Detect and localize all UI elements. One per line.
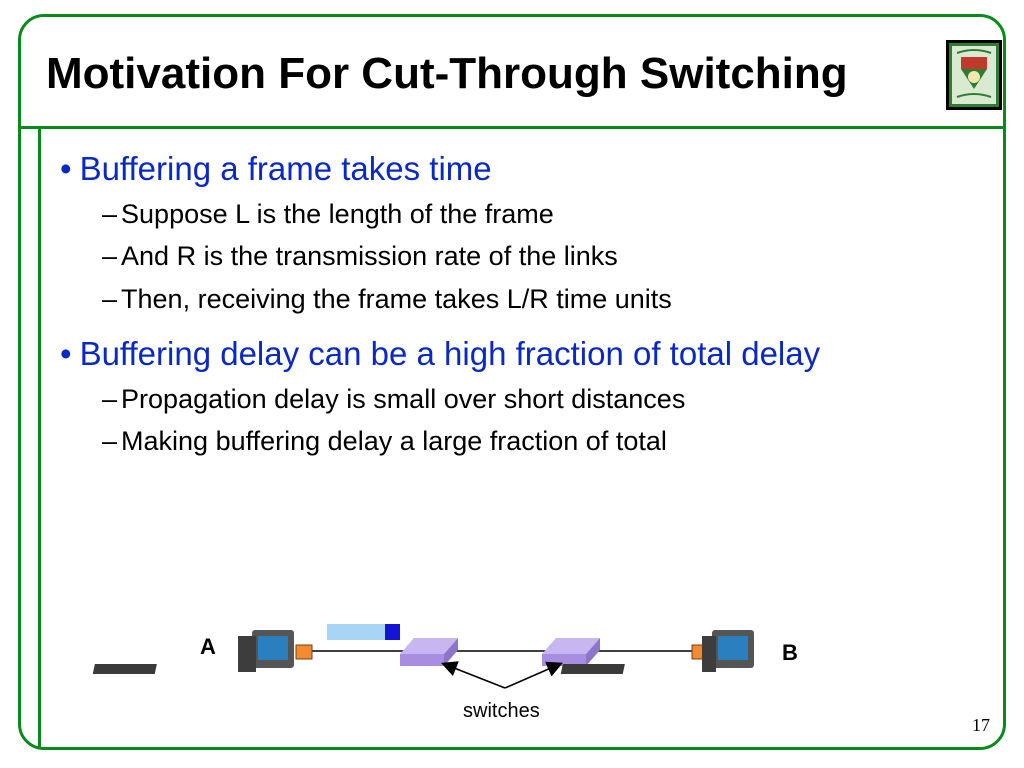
bullet-text: Buffering a frame takes time [79, 150, 492, 187]
sub-bullet-text: Then, receiving the frame takes L/R time… [121, 283, 672, 314]
university-crest-icon [946, 40, 1002, 110]
left-divider [38, 128, 41, 748]
bullet-dot: • [60, 150, 72, 187]
sub-bullet-text: Propagation delay is small over short di… [121, 384, 686, 415]
host-a-label: A [200, 634, 216, 659]
sub-bullet-item: –Then, receiving the frame takes L/R tim… [60, 283, 1000, 315]
sub-bullet-text: Making buffering delay a large fraction … [121, 426, 667, 457]
frame-body [327, 624, 385, 640]
sub-bullet-item: –Making buffering delay a large fraction… [60, 425, 1000, 457]
dash-glyph: – [102, 283, 118, 314]
bullet-text: Buffering delay can be a high fraction o… [79, 335, 821, 373]
switches-label: switches [463, 700, 540, 722]
bullet-dot: • [60, 335, 72, 373]
dash-glyph: – [102, 241, 118, 272]
switch-icon [542, 638, 600, 666]
dash-glyph: – [102, 384, 118, 415]
bullet-item: •Buffering delay can be a high fraction … [60, 335, 1000, 373]
title-divider [18, 126, 1006, 129]
page-number: 17 [972, 715, 990, 735]
computer-icon [560, 630, 754, 674]
sub-bullet-item: –Suppose L is the length of the frame [60, 198, 1000, 230]
sub-bullet-text: And R is the transmission rate of the li… [121, 241, 618, 272]
slide-frame [18, 14, 1006, 750]
switch-icon [400, 638, 458, 666]
slide-body: •Buffering a frame takes time –Suppose L… [60, 150, 1000, 458]
spacer [60, 315, 1000, 335]
sub-bullet-text: Suppose L is the length of the frame [121, 198, 554, 229]
frame-head [385, 624, 400, 640]
bullet-item: •Buffering a frame takes time [60, 150, 1000, 188]
sub-bullet-item: –Propagation delay is small over short d… [60, 383, 1000, 415]
arrow [504, 661, 563, 689]
dash-glyph: – [102, 426, 118, 457]
computer-icon [92, 630, 313, 674]
host-b-label: B [782, 640, 798, 665]
arrow [441, 661, 506, 689]
slide-title: Motivation For Cut-Through Switching [46, 49, 848, 98]
sub-bullet-item: –And R is the transmission rate of the l… [60, 240, 1000, 272]
dash-glyph: – [102, 198, 118, 229]
